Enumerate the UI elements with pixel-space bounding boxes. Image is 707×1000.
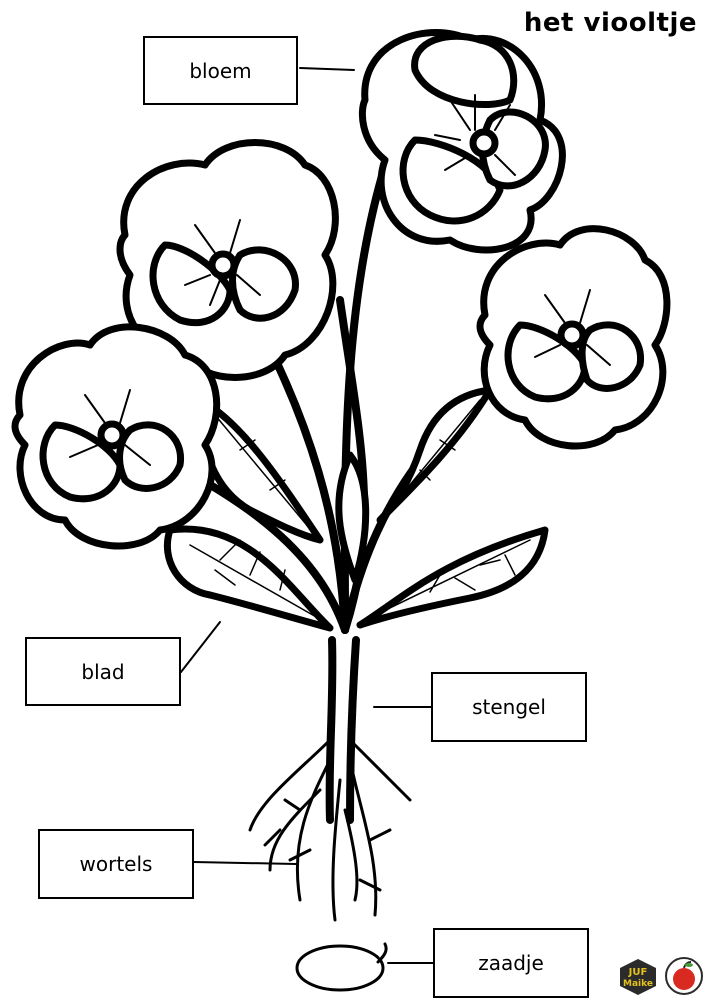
logo-text-maike: Maike bbox=[623, 979, 653, 989]
flower-top-right bbox=[358, 29, 566, 254]
seed bbox=[295, 942, 388, 992]
flower-left bbox=[11, 323, 221, 550]
main-stem bbox=[325, 636, 360, 824]
leader-lines bbox=[180, 67, 434, 964]
flower-top-left bbox=[116, 139, 339, 381]
label-zaadje: zaadje bbox=[433, 928, 589, 998]
juf-maike-logo: JUF Maike bbox=[620, 959, 656, 995]
page-title: het viooltje bbox=[523, 8, 697, 38]
logo-text-juf: JUF bbox=[628, 967, 648, 978]
label-blad: blad bbox=[25, 637, 181, 706]
label-wortels: wortels bbox=[38, 829, 194, 899]
roots bbox=[248, 738, 412, 922]
apple-icon bbox=[665, 957, 703, 995]
leaf-veins bbox=[189, 399, 531, 623]
label-stengel: stengel bbox=[431, 672, 587, 742]
label-bloem: bloem bbox=[143, 36, 298, 105]
flower-right bbox=[476, 225, 671, 450]
